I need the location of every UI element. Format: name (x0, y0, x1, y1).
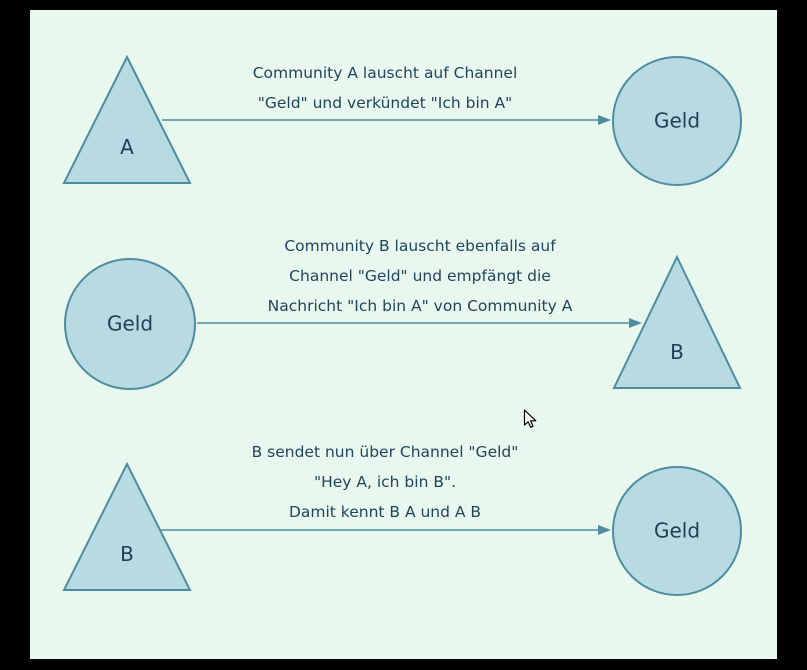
node-label: B (670, 340, 684, 364)
node-label: Geld (653, 518, 701, 543)
node-channel-geld: Geld (611, 465, 743, 597)
node-community-a: A (62, 55, 192, 185)
caption-line: B sendet nun über Channel "Geld" (251, 443, 519, 461)
circle-shape (612, 56, 742, 186)
triangle-shape (62, 55, 192, 184)
circle-shape (64, 258, 196, 390)
arrow-caption: Community A lauscht auf Channel "Geld" u… (180, 58, 590, 118)
arrow-a-to-geld (162, 113, 611, 127)
caption-line: "Hey A, ich bin B". (313, 473, 457, 491)
node-community-b: B (62, 462, 192, 592)
arrow-b-to-geld (161, 523, 611, 537)
arrow-caption: Community B lauscht ebenfalls auf Channe… (200, 231, 640, 321)
caption-line: Community A lauscht auf Channel (252, 64, 518, 82)
arrow-caption: B sendet nun über Channel "Geld" "Hey A,… (180, 437, 590, 527)
mouse-cursor-icon (523, 409, 537, 433)
caption-line: Channel "Geld" und empfängt die (289, 267, 551, 285)
node-community-b: B (612, 255, 742, 390)
diagram-canvas: A Community A lauscht auf Channel "Geld"… (30, 10, 777, 659)
triangle-shape (612, 255, 742, 389)
node-label: A (120, 135, 134, 159)
arrow-geld-to-b (197, 316, 642, 330)
circle-shape (612, 466, 742, 596)
node-label: Geld (653, 108, 701, 133)
node-channel-geld: Geld (611, 55, 743, 187)
caption-line: "Geld" und verkündet "Ich bin A" (257, 94, 513, 112)
caption-line: Nachricht "Ich bin A" von Community A (267, 297, 573, 315)
node-label: Geld (106, 311, 154, 336)
node-label: B (120, 542, 134, 566)
triangle-shape (62, 462, 192, 591)
caption-line: Community B lauscht ebenfalls auf (284, 237, 556, 255)
node-channel-geld: Geld (63, 257, 197, 391)
caption-line: Damit kennt B A und A B (288, 503, 482, 521)
